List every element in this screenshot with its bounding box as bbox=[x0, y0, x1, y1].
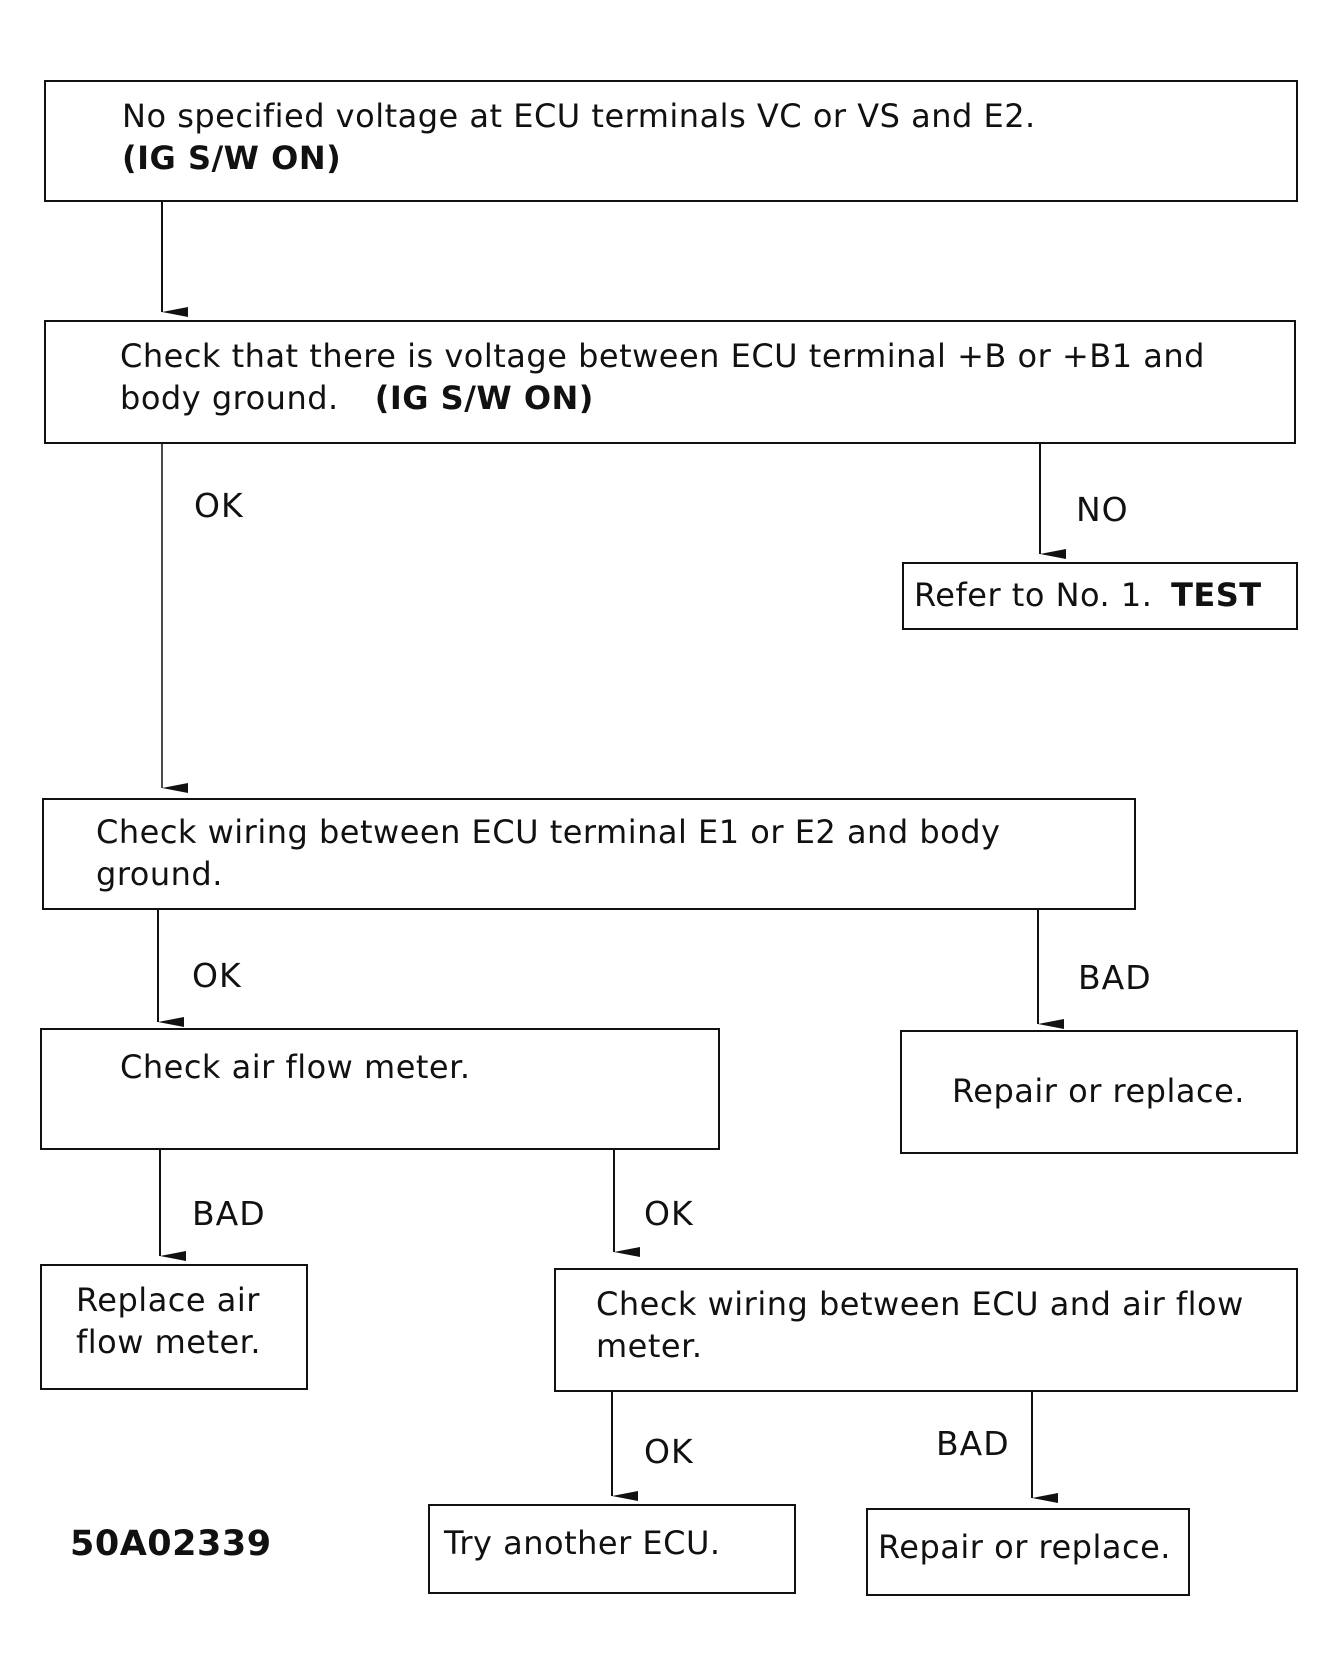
no-label-1: NO bbox=[1076, 490, 1129, 529]
refer-text: Refer to No. 1. bbox=[914, 576, 1153, 614]
bad-label-2: BAD bbox=[192, 1194, 266, 1233]
refer-test: TEST bbox=[1171, 576, 1262, 614]
check-afm-box: Check air flow meter. bbox=[40, 1028, 720, 1150]
refer-box: Refer to No. 1. TEST bbox=[902, 562, 1298, 630]
replace-afm-box: Replace air flow meter. bbox=[40, 1264, 308, 1390]
repair-text-1: Repair or replace. bbox=[952, 1072, 1245, 1110]
start-text: No specified voltage at ECU terminals VC… bbox=[122, 97, 1036, 135]
check-voltage-condition: (IG S/W ON) bbox=[374, 379, 594, 418]
check-wiring-afm-box: Check wiring between ECU and air flow me… bbox=[554, 1268, 1298, 1392]
start-condition: (IG S/W ON) bbox=[122, 139, 342, 178]
ok-label-1: OK bbox=[194, 486, 244, 525]
replace-afm-text: Replace air flow meter. bbox=[76, 1281, 262, 1362]
check-wiring-afm-text: Check wiring between ECU and air flow me… bbox=[596, 1285, 1244, 1366]
ok-label-3: OK bbox=[644, 1194, 694, 1233]
try-ecu-text: Try another ECU. bbox=[444, 1524, 721, 1562]
start-box: No specified voltage at ECU terminals VC… bbox=[44, 80, 1298, 202]
check-voltage-text: Check that there is voltage between ECU … bbox=[120, 337, 1205, 375]
repair-box-2: Repair or replace. bbox=[866, 1508, 1190, 1596]
check-voltage-box: Check that there is voltage between ECU … bbox=[44, 320, 1296, 444]
check-wiring-e-box: Check wiring between ECU terminal E1 or … bbox=[42, 798, 1136, 910]
bad-label-3: BAD bbox=[936, 1424, 1010, 1463]
ok-label-4: OK bbox=[644, 1432, 694, 1471]
check-afm-text: Check air flow meter. bbox=[120, 1048, 471, 1086]
repair-text-2: Repair or replace. bbox=[878, 1528, 1171, 1566]
repair-box-1: Repair or replace. bbox=[900, 1030, 1298, 1154]
try-ecu-box: Try another ECU. bbox=[428, 1504, 796, 1594]
check-voltage-text-2: body ground. bbox=[120, 379, 339, 418]
check-wiring-e-text: Check wiring between ECU terminal E1 or … bbox=[96, 813, 1001, 894]
bad-label-1: BAD bbox=[1078, 958, 1152, 997]
figure-code: 50A02339 bbox=[70, 1524, 272, 1564]
ok-label-2: OK bbox=[192, 956, 242, 995]
